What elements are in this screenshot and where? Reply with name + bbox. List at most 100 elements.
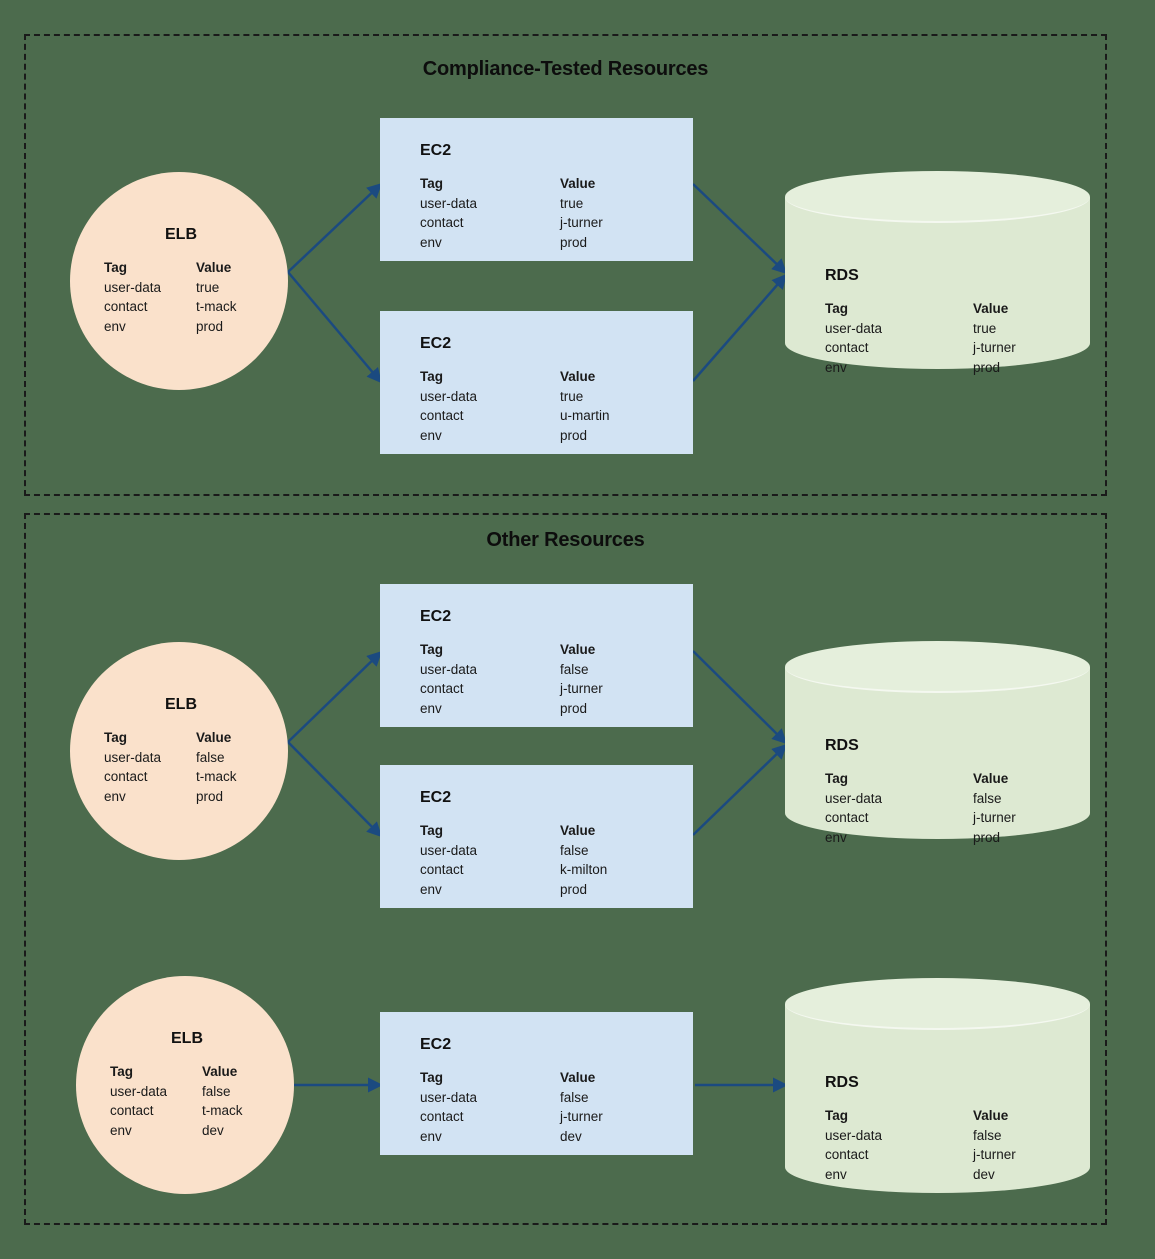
- table-row: contact j-turner: [420, 213, 693, 233]
- value-cell: prod: [973, 829, 1001, 845]
- tag-cell: contact: [104, 299, 148, 314]
- value-cell: true: [560, 388, 584, 404]
- table-row: env prod: [825, 358, 1070, 378]
- table-row: user-data false: [420, 841, 693, 861]
- value-cell: prod: [560, 881, 588, 897]
- node-ec2-other-top[interactable]: EC2 Tag Value user-data false contact j-…: [380, 584, 693, 727]
- node-title-rds: RDS: [825, 1074, 859, 1091]
- col-header-tag: Tag: [825, 1108, 848, 1123]
- value-cell: prod: [196, 788, 224, 804]
- value-cell: j-turner: [560, 681, 603, 696]
- tag-table-ec2: Tag Value user-data true contact j-turne…: [420, 174, 693, 252]
- table-header-row: Tag Value: [420, 821, 693, 841]
- col-header-tag: Tag: [420, 642, 443, 657]
- col-header-value: Value: [560, 642, 596, 657]
- col-header-tag: Tag: [825, 771, 848, 786]
- node-title-rds: RDS: [825, 267, 859, 284]
- table-header-row: Tag Value: [420, 367, 693, 387]
- tag-table-rds: Tag Value user-data false contact j-turn…: [825, 1106, 1070, 1184]
- table-row: contact j-turner: [825, 808, 1070, 828]
- table-row: user-data true: [104, 278, 254, 298]
- tag-cell: user-data: [104, 749, 162, 765]
- value-cell: dev: [973, 1166, 995, 1182]
- tag-cell: env: [104, 788, 126, 804]
- table-row: contact t-mack: [104, 767, 254, 787]
- cylinder-body: [785, 1004, 1090, 1167]
- cylinder-top: [785, 641, 1090, 693]
- node-ec2-compliance-top[interactable]: EC2 Tag Value user-data true contact j-t…: [380, 118, 693, 261]
- value-cell: true: [196, 279, 220, 295]
- node-elb-compliance[interactable]: ELB Tag Value user-data true contact t-m…: [70, 172, 288, 390]
- group-title-compliance: Compliance-Tested Resources: [422, 58, 709, 80]
- col-header-value: Value: [973, 1108, 1009, 1123]
- col-header-value: Value: [202, 1064, 238, 1079]
- node-title-elb: ELB: [165, 696, 197, 713]
- table-row: env dev: [420, 1127, 693, 1147]
- table-row: user-data false: [825, 1126, 1070, 1146]
- table-row: user-data false: [420, 1088, 693, 1108]
- table-row: env prod: [420, 233, 693, 253]
- node-title-ec2: EC2: [420, 1036, 452, 1053]
- value-cell: false: [196, 749, 225, 765]
- value-cell: false: [560, 842, 589, 858]
- value-cell: dev: [202, 1122, 224, 1138]
- tag-cell: user-data: [825, 790, 883, 806]
- col-header-tag: Tag: [420, 369, 443, 384]
- col-header-tag: Tag: [420, 1070, 443, 1085]
- col-header-value: Value: [560, 823, 596, 838]
- tag-cell: contact: [420, 1109, 464, 1124]
- table-row: user-data true: [420, 194, 693, 214]
- tag-cell: env: [420, 427, 442, 443]
- tag-cell: contact: [420, 681, 464, 696]
- table-row: user-data true: [420, 387, 693, 407]
- value-cell: t-mack: [202, 1103, 243, 1118]
- value-cell: dev: [560, 1128, 582, 1144]
- col-header-tag: Tag: [420, 176, 443, 191]
- tag-cell: user-data: [420, 661, 478, 677]
- col-header-tag: Tag: [104, 730, 127, 745]
- table-header-row: Tag Value: [420, 1068, 693, 1088]
- table-row: contact k-milton: [420, 860, 693, 880]
- tag-cell: user-data: [420, 195, 478, 211]
- node-ec2-other-bottom[interactable]: EC2 Tag Value user-data false contact k-…: [380, 765, 693, 908]
- tag-cell: env: [110, 1122, 132, 1138]
- tag-table-rds: Tag Value user-data true contact j-turne…: [825, 299, 1070, 377]
- tag-cell: user-data: [420, 1089, 478, 1105]
- node-ec2-compliance-bottom[interactable]: EC2 Tag Value user-data true contact u-m…: [380, 311, 693, 454]
- table-row: env prod: [420, 699, 693, 719]
- tag-cell: contact: [420, 408, 464, 423]
- table-row: user-data false: [110, 1082, 260, 1102]
- value-cell: true: [973, 320, 997, 336]
- tag-cell: env: [420, 234, 442, 250]
- value-cell: prod: [973, 359, 1001, 375]
- tag-cell: user-data: [110, 1083, 168, 1099]
- value-cell: j-turner: [560, 215, 603, 230]
- node-rds-other-row1[interactable]: RDS Tag Value user-data false contact j-…: [785, 641, 1090, 845]
- node-rds-compliance[interactable]: RDS Tag Value user-data true contact j-t…: [785, 171, 1090, 375]
- tag-table-elb: Tag Value user-data true contact t-mack …: [104, 258, 254, 336]
- value-cell: j-turner: [560, 1109, 603, 1124]
- node-title-elb: ELB: [165, 226, 197, 243]
- value-cell: prod: [560, 700, 588, 716]
- node-elb-other-row1[interactable]: ELB Tag Value user-data false contact t-…: [70, 642, 288, 860]
- tag-cell: contact: [825, 810, 869, 825]
- col-header-value: Value: [973, 771, 1009, 786]
- value-cell: false: [560, 661, 589, 677]
- table-row: contact t-mack: [104, 297, 254, 317]
- col-header-tag: Tag: [110, 1064, 133, 1079]
- node-rds-other-row2[interactable]: RDS Tag Value user-data false contact j-…: [785, 978, 1090, 1193]
- tag-cell: contact: [104, 769, 148, 784]
- table-header-row: Tag Value: [420, 640, 693, 660]
- value-cell: j-turner: [973, 340, 1016, 355]
- tag-table-rds: Tag Value user-data false contact j-turn…: [825, 769, 1070, 847]
- node-title-ec2: EC2: [420, 335, 452, 352]
- node-elb-other-row2[interactable]: ELB Tag Value user-data false contact t-…: [76, 976, 294, 1194]
- col-header-value: Value: [196, 730, 232, 745]
- table-row: user-data false: [825, 789, 1070, 809]
- table-row: contact j-turner: [420, 679, 693, 699]
- value-cell: false: [973, 790, 1002, 806]
- node-ec2-other-row2[interactable]: EC2 Tag Value user-data false contact j-…: [380, 1012, 693, 1155]
- value-cell: j-turner: [973, 1147, 1016, 1162]
- table-row: contact j-turner: [420, 1107, 693, 1127]
